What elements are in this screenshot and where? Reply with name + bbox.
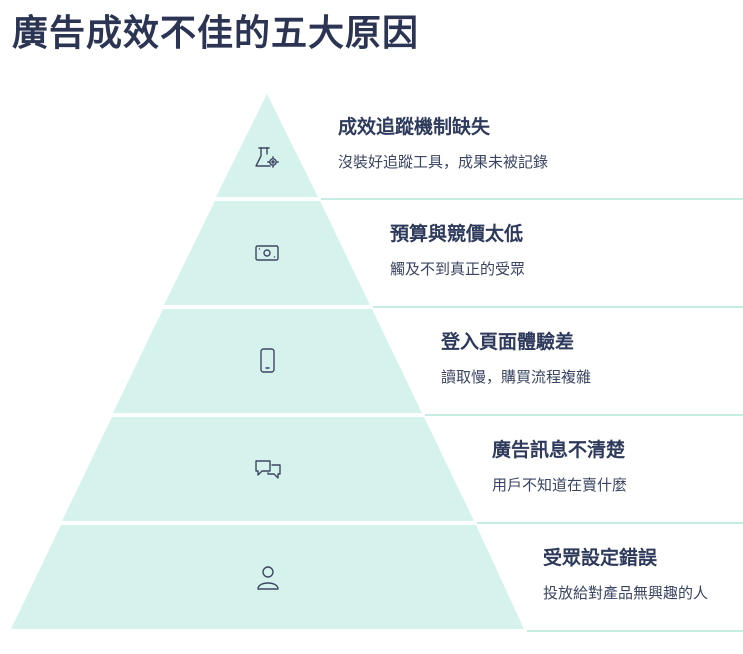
tier-description: 讀取慢，購買流程複雜 [441,368,592,386]
tier-description: 投放給對產品無興趣的人 [543,584,709,602]
tier-1-text: 成效追蹤機制缺失 沒裝好追蹤工具，成果未被記錄 [338,114,548,172]
chat-bubbles-icon [255,460,281,479]
mobile-phone-icon [260,348,275,373]
pyramid-tier-3 [113,309,743,416]
user-icon [257,566,279,590]
pyramid-tier-4 [62,417,743,524]
tier-2-text: 預算與競價太低 觸及不到真正的受眾 [390,221,525,279]
flask-gear-icon [255,147,279,168]
tier-heading: 受眾設定錯誤 [543,547,658,569]
pyramid-tier-5 [11,525,743,632]
tier-heading: 登入頁面體驗差 [441,331,575,353]
page-title: 廣告成效不佳的五大原因 [12,13,420,54]
pyramid-tier-1 [216,94,743,200]
pyramid-tier-2 [164,201,743,308]
tier-3-text: 登入頁面體驗差 讀取慢，購買流程複雜 [441,329,591,387]
tier-heading: 成效追蹤機制缺失 [338,116,491,138]
tier-description: 用戶不知道在賣什麼 [492,476,628,494]
tier-description: 觸及不到真正的受眾 [390,260,526,278]
tier-heading: 預算與競價太低 [390,223,524,245]
tier-4-text: 廣告訊息不清楚 用戶不知道在賣什麼 [492,437,627,495]
tier-description: 沒裝好追蹤工具，成果未被記錄 [338,153,549,171]
tier-heading: 廣告訊息不清楚 [492,439,626,461]
money-icon [255,245,279,261]
tier-5-text: 受眾設定錯誤 投放給對產品無興趣的人 [543,545,708,603]
